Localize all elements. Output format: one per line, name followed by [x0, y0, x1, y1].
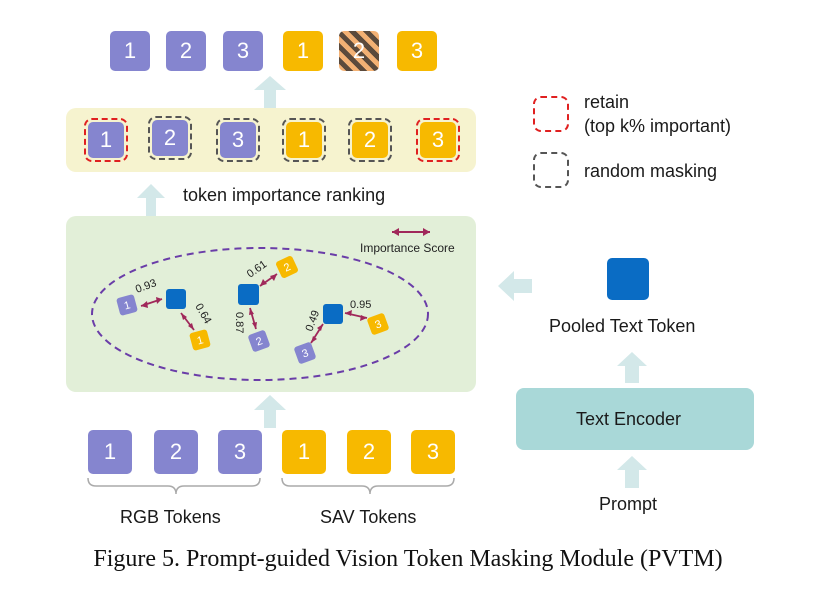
- up-arrow-encoder-to-token: [617, 352, 647, 383]
- retain-frame: [416, 118, 460, 162]
- up-arrow-prompt-to-encoder: [617, 456, 647, 488]
- legend-random-swatch: [533, 152, 569, 188]
- importance-score-label: Importance Score: [360, 241, 455, 255]
- rgb-token: 1: [88, 430, 132, 474]
- ranked-token: 3: [420, 122, 456, 158]
- text-token-small: [166, 289, 186, 309]
- figure-caption: Figure 5. Prompt-guided Vision Token Mas…: [93, 546, 723, 572]
- legend-retain-label: retain: [584, 92, 630, 112]
- sav-token: 1: [282, 430, 326, 474]
- output-token: 1: [283, 31, 323, 71]
- random-mask-frame: [216, 118, 260, 162]
- up-arrow-ranking: [137, 184, 165, 216]
- small-token: [367, 313, 389, 335]
- ranking-label: token importance ranking: [183, 185, 386, 205]
- masked-output-token: 2: [339, 31, 379, 71]
- sav-token: 3: [411, 430, 455, 474]
- small-token-label: 1: [123, 299, 132, 312]
- legend-retain-swatch: [533, 96, 569, 132]
- small-token: [116, 294, 138, 316]
- output-token: 2: [166, 31, 206, 71]
- ranking-panel: [66, 108, 476, 172]
- score-value: 0.95: [350, 299, 371, 311]
- small-token: [294, 342, 316, 364]
- score-value: 0.64: [192, 302, 213, 327]
- pooled-text-token-label: Pooled Text Token: [549, 316, 696, 336]
- text-encoder-label: Text Encoder: [576, 409, 682, 429]
- small-token-label: 3: [373, 318, 383, 331]
- small-token: [276, 256, 298, 278]
- random-mask-frame: [282, 118, 326, 162]
- output-token: 3: [223, 31, 263, 71]
- left-arrow-text-token: [498, 271, 532, 301]
- pooled-text-token: [607, 258, 649, 300]
- sav-token: 2: [347, 430, 391, 474]
- small-token: [189, 329, 211, 351]
- ranked-token: 2: [152, 120, 188, 156]
- random-mask-frame: [348, 118, 392, 162]
- legend-random-label: random masking: [584, 161, 718, 181]
- prompt-label: Prompt: [599, 494, 658, 514]
- ranked-token: 3: [220, 122, 256, 158]
- small-token-label: 1: [196, 334, 205, 347]
- output-token: 3: [397, 31, 437, 71]
- score-value: 0.93: [134, 277, 158, 296]
- ranked-token: 1: [286, 122, 322, 158]
- rgb-token: 2: [154, 430, 198, 474]
- rgb-tokens-brace: [87, 477, 261, 495]
- small-token-label: 2: [254, 335, 264, 348]
- retain-frame: [84, 118, 128, 162]
- score-cluster-1: 1 1 0.93 0.64: [116, 277, 214, 351]
- rgb-tokens-label: RGB Tokens: [120, 507, 221, 527]
- rgb-token: 3: [218, 430, 262, 474]
- legend-retain-sublabel: (top k% important): [584, 116, 732, 136]
- small-token: [248, 330, 270, 352]
- text-encoder-box: [516, 388, 754, 450]
- small-token-label: 3: [300, 347, 310, 360]
- output-token: 1: [110, 31, 150, 71]
- random-mask-frame: [148, 116, 192, 160]
- ranked-token: 2: [352, 122, 388, 158]
- up-arrow-attention: [254, 395, 286, 428]
- ranked-token: 1: [88, 122, 124, 158]
- score-cluster-3: 3 3 0.49 0.95: [294, 299, 389, 364]
- attention-ellipse: [91, 247, 429, 381]
- score-value: 0.61: [245, 258, 269, 280]
- up-arrow-output: [254, 76, 286, 108]
- text-token-small: [238, 284, 259, 305]
- sav-tokens-brace: [281, 477, 455, 495]
- text-token-small: [323, 304, 343, 324]
- score-cluster-2: 2 2 0.61 0.87: [233, 256, 298, 352]
- score-value: 0.87: [233, 312, 245, 333]
- small-token-label: 2: [282, 261, 293, 274]
- sav-tokens-label: SAV Tokens: [320, 507, 417, 527]
